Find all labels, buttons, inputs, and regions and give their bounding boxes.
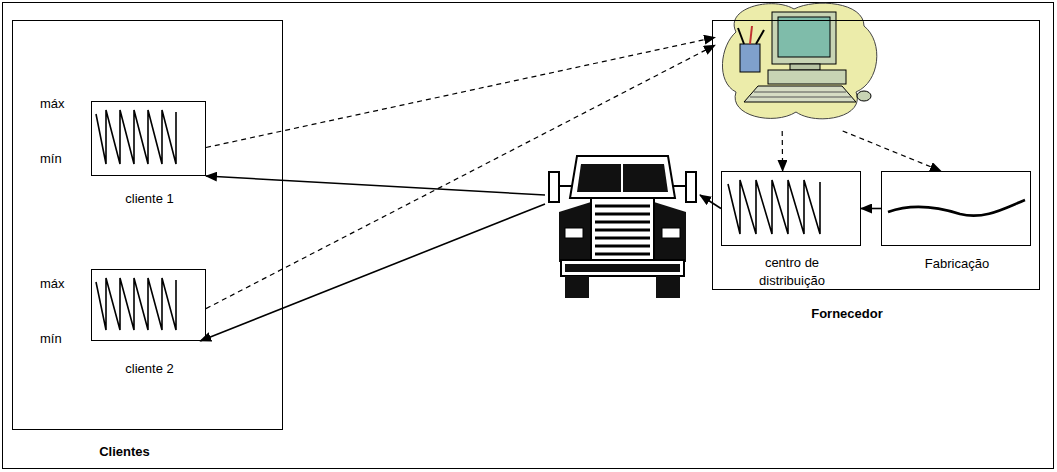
illustration-part — [756, 30, 764, 44]
illustration-part — [549, 172, 559, 202]
illustration-part — [595, 245, 650, 248]
illustration-part — [768, 70, 846, 84]
illustration-part — [577, 164, 668, 192]
material-flow — [861, 208, 881, 210]
illustration-part — [565, 228, 583, 238]
node-label: cliente 1 — [92, 190, 207, 208]
stock-sawtooth — [90, 268, 205, 340]
illustration-part — [595, 213, 650, 216]
node-label: cliente 2 — [92, 360, 207, 378]
information-flow — [843, 131, 941, 171]
illustration-part — [595, 205, 650, 208]
illustration-part — [728, 180, 820, 234]
stock-sawtooth — [90, 100, 205, 175]
node-label: mín — [40, 330, 80, 348]
illustration-part — [96, 110, 176, 164]
truck-illustration — [545, 150, 700, 300]
illustration-part — [595, 229, 650, 232]
node-label: máx — [40, 275, 80, 293]
client-stock-box: máxmíncliente 2 — [91, 269, 206, 341]
illustration-part — [888, 200, 1025, 216]
information-flow — [206, 45, 715, 308]
illustration-part — [96, 278, 176, 330]
material-flow — [700, 195, 721, 209]
illustration-part — [595, 253, 650, 256]
illustration-part — [595, 237, 650, 240]
node-label: centro de distribuição — [742, 254, 842, 290]
information-flow — [782, 131, 784, 171]
illustration-part — [790, 64, 820, 70]
illustration-part — [570, 156, 675, 198]
node-label: mín — [40, 150, 80, 168]
illustration-part — [654, 202, 686, 262]
illustration-part — [857, 91, 871, 101]
illustration-part — [656, 276, 680, 298]
stock-sawtooth — [720, 170, 860, 245]
distribution-center-box: centro de distribuição — [721, 171, 861, 246]
production-curve — [880, 170, 1030, 245]
illustration-part — [565, 264, 680, 272]
information-flow — [206, 37, 715, 147]
illustration-part — [559, 202, 591, 262]
node-label: máx — [40, 95, 80, 113]
illustration-part — [750, 97, 851, 98]
truck-node — [545, 150, 700, 300]
illustration-part — [740, 44, 760, 72]
illustration-part — [561, 260, 684, 276]
group-heading: Fornecedor — [683, 305, 1011, 323]
node-label: Fabricação — [882, 255, 1032, 273]
illustration-part — [744, 86, 856, 102]
group-heading: Clientes — [0, 443, 260, 461]
material-flow — [206, 176, 545, 195]
illustration-part — [662, 228, 680, 238]
illustration-part — [565, 276, 589, 298]
illustration-part — [591, 198, 654, 262]
material-flow — [200, 204, 545, 341]
production-box: Fabricação — [881, 171, 1031, 246]
illustration-part — [686, 172, 696, 202]
client-stock-box: máxmíncliente 1 — [91, 101, 206, 176]
illustration-part — [754, 92, 846, 93]
illustration-part — [621, 164, 623, 192]
illustration-part — [595, 221, 650, 224]
client-group: Clientesmáxmíncliente 1máxmíncliente 2 — [12, 20, 283, 430]
computer-node — [715, 1, 883, 131]
illustration-part — [738, 28, 744, 44]
supplier-group: Fornecedorcentro de distribuiçãoFabricaç… — [712, 20, 1040, 290]
illustration-part — [778, 17, 830, 57]
illustration-part — [750, 26, 752, 44]
